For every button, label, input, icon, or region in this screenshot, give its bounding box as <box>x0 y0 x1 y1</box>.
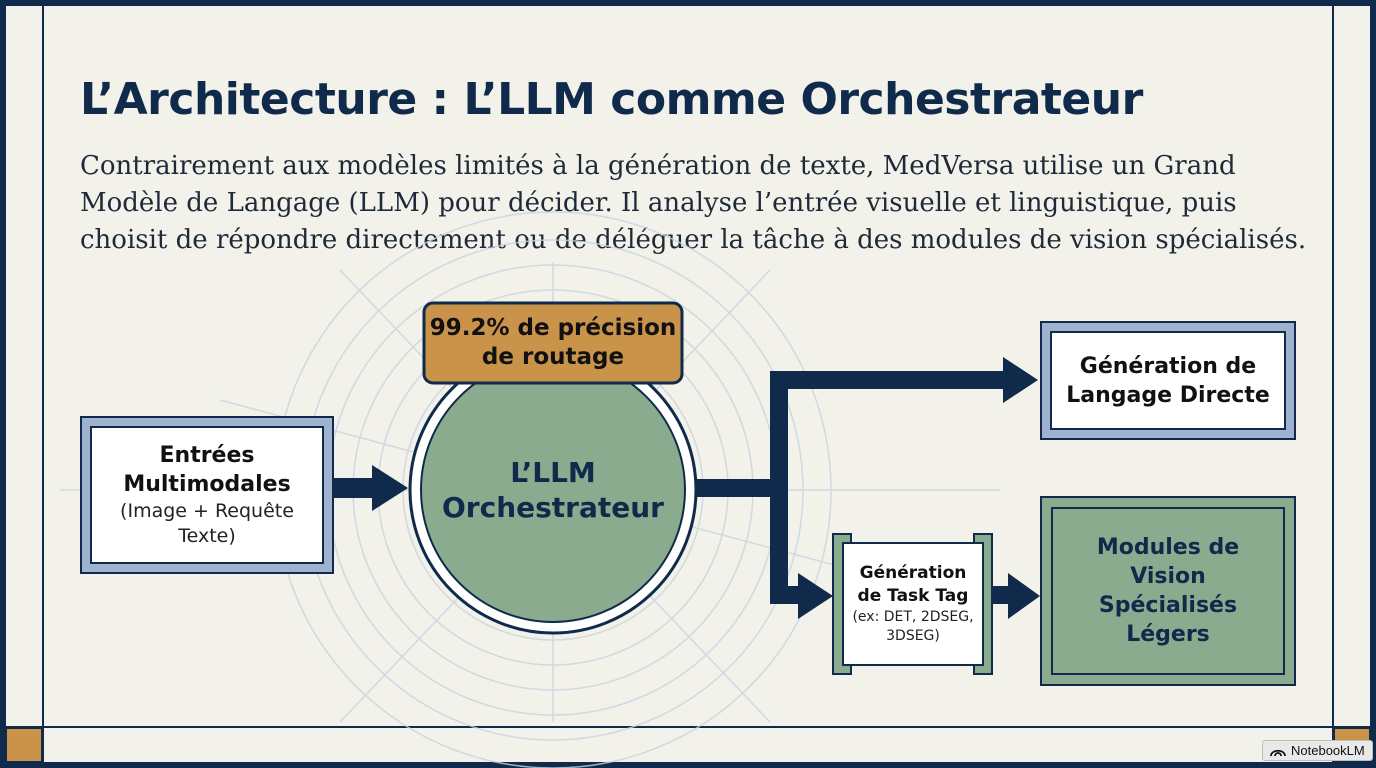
modules-title: Modules de Vision Spécialisés Légers <box>1096 535 1240 647</box>
direct-box <box>1050 331 1286 430</box>
orchestrator-label: L’LLM Orchestrateur <box>438 440 668 540</box>
tasktag-detail: (ex: DET, 2DSEG, 3DSEG) <box>852 609 974 644</box>
arrow-input-head <box>372 465 408 511</box>
page-title: L’Architecture : L’LLM comme Orchestrate… <box>80 74 1143 125</box>
watermark-text: NotebookLM <box>1291 743 1365 758</box>
input-box <box>90 426 324 564</box>
input-box-label: Entrées Multimodales (Image + Requête Te… <box>93 430 321 560</box>
arrow-modules-head <box>1008 573 1040 619</box>
tasktag-box <box>842 542 984 666</box>
badge-text: 99.2% de précision de routage <box>429 315 677 370</box>
frame-line-right <box>1332 6 1334 762</box>
routing-badge <box>422 301 684 385</box>
corner-accent-left <box>6 728 42 762</box>
modules-box-label: Modules de Vision Spécialisés Légers <box>1062 515 1274 667</box>
orchestrator-title: L’LLM Orchestrateur <box>441 456 664 524</box>
modules-box <box>1051 507 1285 675</box>
notebooklm-icon <box>1270 749 1286 756</box>
badge-label: 99.2% de précision de routage <box>428 307 678 379</box>
input-title: Entrées Multimodales <box>123 443 291 497</box>
direct-title: Génération de Langage Directe <box>1066 353 1270 408</box>
tasktag-title: Génération de Task Tag <box>857 563 969 606</box>
direct-box-label: Génération de Langage Directe <box>1055 336 1281 425</box>
frame-line-left <box>42 6 44 762</box>
input-detail: (Image + Requête Texte) <box>120 500 294 547</box>
routing-connectors <box>695 357 1038 619</box>
arrow-direct-head <box>1003 357 1038 403</box>
arrow-tasktag-head <box>798 573 833 619</box>
tasktag-label: Génération de Task Tag (ex: DET, 2DSEG, … <box>847 547 979 661</box>
frame-line-bottom <box>6 726 1370 728</box>
notebooklm-watermark: NotebookLM <box>1262 740 1373 761</box>
arrow-input-shaft <box>334 478 374 498</box>
